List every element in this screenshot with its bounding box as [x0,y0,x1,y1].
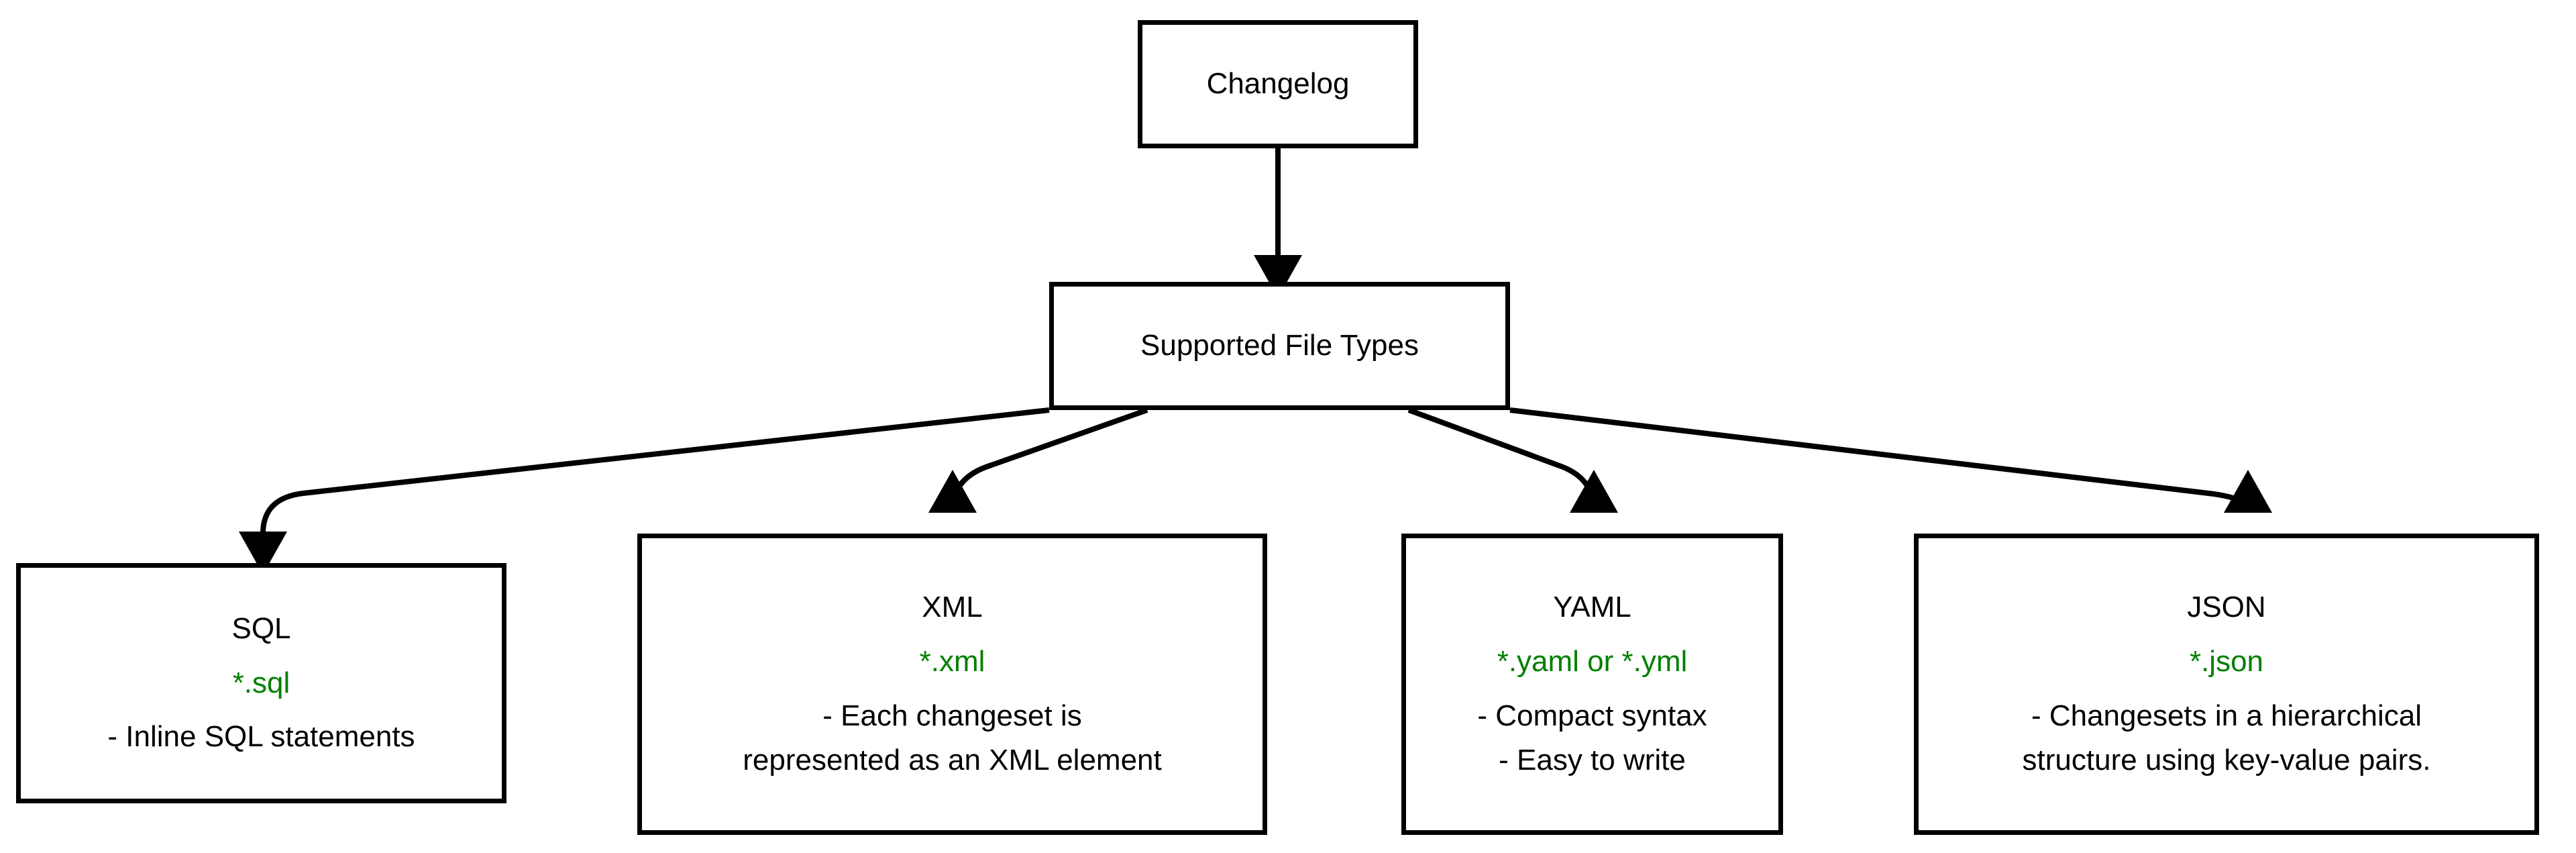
node-json-description-line-2: structure using key-value pairs. [2022,744,2431,777]
node-yaml-spacer-1 [1477,630,1707,640]
node-sql[interactable]: SQL *.sql - Inline SQL statements [16,563,506,803]
node-sql-extension: *.sql [232,666,290,699]
node-xml-description-line-2: represented as an XML element [743,744,1162,777]
node-sql-spacer-2 [107,705,415,715]
node-json-body: JSON *.json - Changesets in a hierarchic… [2013,585,2440,784]
node-sql-title: SQL [231,611,291,645]
node-supported-file-types[interactable]: Supported File Types [1049,282,1510,410]
node-yaml-description-line-1: - Compact syntax [1477,699,1707,732]
node-yaml-title: YAML [1553,590,1631,623]
node-json-spacer-1 [2023,630,2431,640]
node-supported-file-types-title: Supported File Types [1140,329,1419,362]
node-yaml-body: YAML *.yaml or *.yml - Compact syntax - … [1468,585,1716,784]
node-xml-description-line-1: - Each changeset is [822,699,1082,732]
node-xml-spacer-2 [743,685,1162,694]
node-xml-body: XML *.xml - Each changeset is represente… [733,585,1171,784]
node-yaml-extension: *.yaml or *.yml [1497,644,1688,678]
node-xml[interactable]: XML *.xml - Each changeset is represente… [637,534,1267,835]
node-sql-description-line-1: - Inline SQL statements [107,720,415,754]
edge-supported-file-types-to-yaml [1407,407,1618,513]
node-json-extension: *.json [2189,644,2264,678]
node-yaml-spacer-2 [1477,685,1707,694]
edge-supported-file-types-to-xml [928,407,1148,513]
node-xml-spacer-1 [743,630,1162,640]
node-json[interactable]: JSON *.json - Changesets in a hierarchic… [1914,534,2539,835]
edge-supported-file-types-to-sql [239,407,1050,574]
node-yaml-description-line-2: - Easy to write [1499,744,1686,777]
node-json-title: JSON [2187,590,2266,623]
node-changelog[interactable]: Changelog [1138,20,1418,148]
node-json-spacer-2 [2023,685,2431,694]
node-json-description-line-1: - Changesets in a hierarchical [2031,699,2422,732]
node-sql-body: SQL *.sql - Inline SQL statements [98,607,424,760]
edge-supported-file-types-to-json [1509,407,2272,513]
node-changelog-title: Changelog [1206,67,1350,101]
node-xml-title: XML [922,590,983,623]
node-yaml[interactable]: YAML *.yaml or *.yml - Compact syntax - … [1401,534,1783,835]
node-sql-spacer-1 [107,652,415,661]
node-xml-extension: *.xml [919,644,985,678]
